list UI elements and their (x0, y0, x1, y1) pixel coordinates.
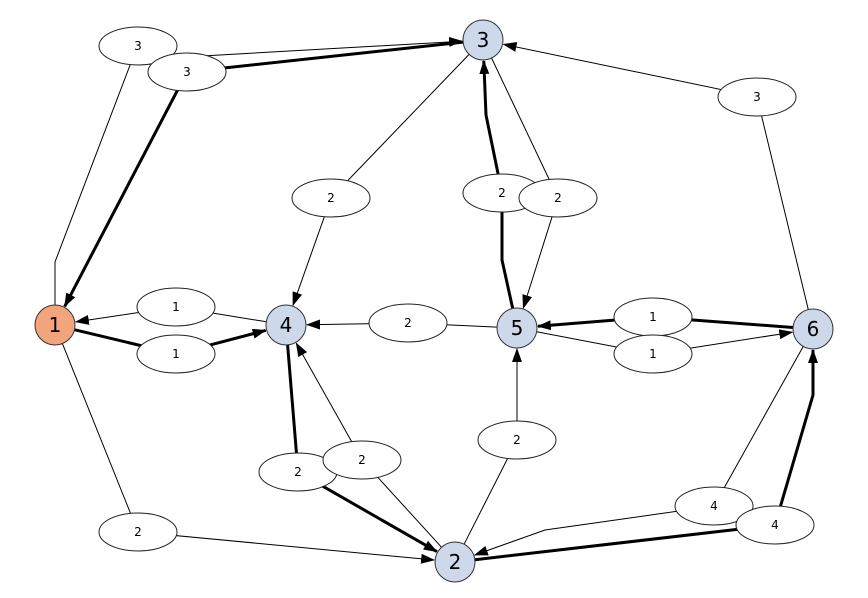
edge-weight-2-to-5: 2 (477, 420, 557, 460)
node-circle[interactable] (792, 308, 834, 350)
weight-ellipse (147, 52, 227, 92)
weight-ellipse (291, 178, 371, 218)
weight-ellipse (613, 334, 693, 374)
node-label: 2 (449, 550, 462, 574)
weight-ellipse (735, 505, 815, 545)
weight-ellipse (322, 440, 402, 480)
edge-weight-2-to-4: 2 (322, 440, 402, 480)
weight-label: 1 (172, 347, 180, 361)
weight-label: 1 (172, 300, 180, 314)
weight-label: 1 (649, 310, 657, 324)
weight-label: 2 (294, 465, 302, 479)
node-3[interactable]: 3 (462, 19, 504, 61)
weight-ellipse (136, 287, 216, 327)
edge-weight-5-to-4: 2 (368, 303, 448, 343)
node-label: 4 (280, 313, 293, 337)
node-label: 3 (477, 28, 490, 52)
node-2[interactable]: 2 (434, 541, 476, 583)
weight-label: 2 (134, 525, 142, 539)
weight-label: 4 (771, 518, 779, 532)
node-label: 1 (49, 313, 62, 337)
weight-label: 2 (327, 191, 335, 205)
node-6[interactable]: 6 (792, 308, 834, 350)
node-label: 5 (511, 316, 524, 340)
edge-weight-3-to-1: 3 (147, 52, 227, 92)
edge-2-to-6 (474, 349, 818, 562)
edge-weight-1-to-2: 2 (98, 512, 178, 552)
node-5[interactable]: 5 (496, 307, 538, 349)
node-1[interactable]: 1 (34, 304, 76, 346)
weight-label: 4 (710, 499, 718, 513)
weight-label: 1 (649, 347, 657, 361)
edge-1-to-3 (54, 36, 463, 305)
edge-weight-2-to-6: 4 (735, 505, 815, 545)
node-layer: 1 3 4 5 6 2 (34, 19, 834, 583)
weight-ellipse (477, 420, 557, 460)
weight-ellipse (136, 334, 216, 374)
edge-weight-5-to-6: 1 (613, 334, 693, 374)
weight-ellipse (368, 303, 448, 343)
weight-label: 2 (498, 186, 506, 200)
weight-label: 2 (404, 316, 412, 330)
weight-label: 3 (134, 39, 142, 53)
edge-6-to-2 (473, 346, 804, 556)
weight-ellipse (674, 486, 754, 526)
weight-label: 2 (554, 191, 562, 205)
weight-ellipse (518, 178, 598, 218)
edge-weight-3-to-5: 2 (518, 178, 598, 218)
weight-ellipse (98, 512, 178, 552)
edge-weight-3-to-4: 2 (291, 178, 371, 218)
node-circle[interactable] (34, 304, 76, 346)
weight-ellipse (717, 77, 797, 117)
node-4[interactable]: 4 (265, 304, 307, 346)
edge-weight-4-to-2: 2 (258, 452, 338, 492)
node-label: 6 (807, 317, 820, 341)
edge-weight-6-to-5: 1 (613, 297, 693, 337)
node-circle[interactable] (265, 304, 307, 346)
node-circle[interactable] (434, 541, 476, 583)
edge-3-to-1 (63, 40, 464, 308)
weight-label: 3 (753, 90, 761, 104)
weight-label: 3 (183, 65, 191, 79)
edge-weight-6-to-2: 4 (674, 486, 754, 526)
edge-weight-4-to-1: 1 (136, 287, 216, 327)
weight-layer: 3 3 2 2 2 3 1 1 2 1 1 2 2 2 2 4 4 (98, 26, 815, 552)
weight-label: 2 (358, 453, 366, 467)
node-circle[interactable] (462, 19, 504, 61)
edge-weight-1-to-3: 3 (98, 26, 178, 66)
node-circle[interactable] (496, 307, 538, 349)
edge-weight-6-to-3: 3 (717, 77, 797, 117)
weight-ellipse (98, 26, 178, 66)
weight-label: 2 (513, 433, 521, 447)
edge-weight-1-to-4: 1 (136, 334, 216, 374)
